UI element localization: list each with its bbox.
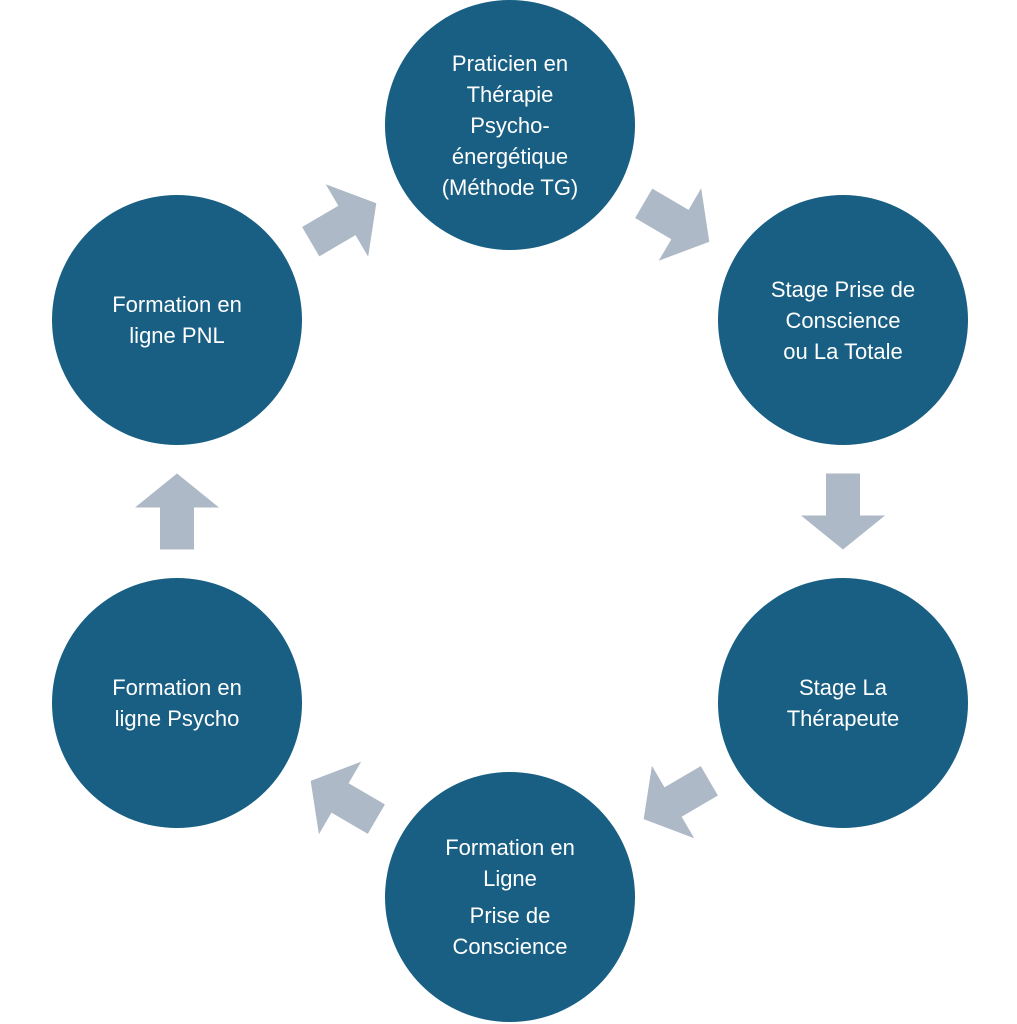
node-praticien-therapie: Praticien en Thérapie Psycho- énergétiqu… <box>385 0 635 250</box>
flow-arrow <box>643 765 718 839</box>
node-text: ligne Psycho <box>114 706 240 731</box>
node-text: (Méthode TG) <box>441 174 579 200</box>
node-text: Formation en <box>112 675 242 700</box>
flow-arrow <box>135 473 219 550</box>
flow-arrow <box>310 761 385 835</box>
node-text: Ligne <box>483 866 537 891</box>
node-text: Conscience <box>785 307 901 333</box>
node-formation-psycho: Formation en ligne Psycho <box>52 578 302 828</box>
node-text: Psycho- <box>470 112 550 138</box>
node-text: Praticien en <box>451 50 569 76</box>
node-text: Thérapie <box>466 81 554 107</box>
node-text: Stage La <box>798 675 888 700</box>
node-text: Thérapeute <box>786 706 900 731</box>
node-text: Conscience <box>452 934 568 959</box>
flow-arrow <box>635 188 710 261</box>
node-stage-la-therapeute: Stage La Thérapeute <box>718 578 968 828</box>
node-text: énergétique <box>451 143 569 169</box>
node-text: Formation en <box>112 292 242 317</box>
node-formation-pnl: Formation en ligne PNL <box>52 195 302 445</box>
node-formation-prise-de-conscience: Formation en Ligne Prise de Conscience <box>385 772 635 1022</box>
flow-arrow <box>302 184 377 257</box>
node-text: Formation en <box>445 835 575 860</box>
flow-arrow <box>801 473 885 550</box>
node-text: Stage Prise de <box>770 276 916 302</box>
node-stage-prise-de-conscience: Stage Prise de Conscience ou La Totale <box>718 195 968 445</box>
node-text: ligne PNL <box>129 323 225 348</box>
node-text: ou La Totale <box>783 338 903 364</box>
node-text: Prise de <box>469 903 551 928</box>
